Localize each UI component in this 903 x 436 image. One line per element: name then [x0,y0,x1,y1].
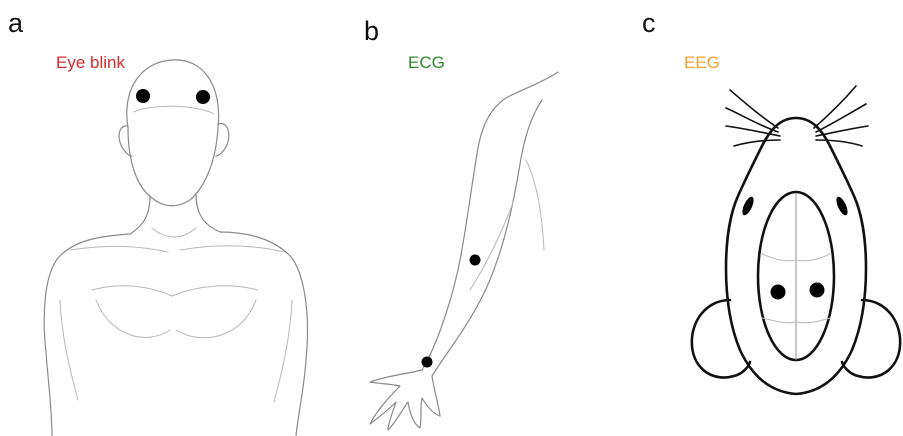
eye-electrode-right [196,90,210,104]
panel-eye-blink: a Eye blink [0,0,330,436]
arm-sketch [330,0,630,436]
eeg-electrode-right [810,283,825,298]
left-eye [740,195,756,217]
rodent-head-sketch [630,0,903,436]
ecg-electrode-wrist [422,357,433,368]
right-eye [834,195,850,217]
eye-electrode-left [136,89,150,103]
panel-eeg: c EEG [630,0,903,436]
eeg-electrode-left [771,285,786,300]
ecg-electrode-forearm [470,255,481,266]
panel-ecg: b ECG [330,0,630,436]
human-upper-body-sketch [0,0,330,436]
